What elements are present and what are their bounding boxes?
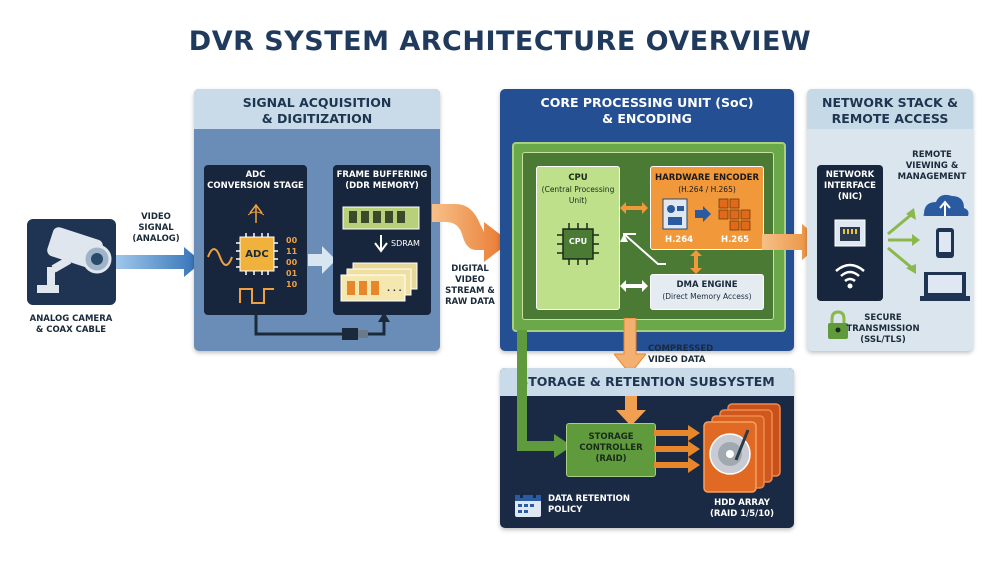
adc-bits: 00 11 00 01 10 xyxy=(286,236,298,289)
adc-title: ADC xyxy=(245,170,266,180)
cctv-camera-icon xyxy=(37,227,112,293)
network-panel: NETWORK STACK & REMOTE ACCESS xyxy=(807,89,973,351)
cpu-chip-label: CPU xyxy=(568,237,588,246)
storage-header: STORAGE & RETENTION SUBSYSTEM xyxy=(519,374,775,389)
nic-box: NETWORK INTERFACE (NIC) xyxy=(817,165,883,301)
secure-label: SECURE TRANSMISSION (SSL/TLS) xyxy=(846,313,920,345)
hdd-array-icon xyxy=(703,403,781,493)
encoder-icon xyxy=(662,198,751,231)
encoder-title: HARDWARE ENCODER xyxy=(655,173,759,183)
remote-devices xyxy=(887,194,970,301)
frame-buffer-title: FRAME BUFFERING xyxy=(336,170,428,180)
adc-chip-label: ADC xyxy=(245,249,269,260)
cpu-title: CPU xyxy=(568,173,588,183)
raw-data-arrow xyxy=(432,204,510,262)
retention-label: DATA RETENTION POLICY xyxy=(548,494,631,515)
adc-stage: ADC CONVERSION STAGE ADC 00 11 00 01 10 xyxy=(204,165,307,315)
encoder-h265: H.265 xyxy=(720,235,750,245)
video-signal-arrow xyxy=(116,247,202,277)
compressed-label: COMPRESSED VIDEO DATA xyxy=(648,344,714,365)
cpu-block: CPU (Central Processing Unit) CPU xyxy=(536,166,620,310)
wifi-icon xyxy=(835,263,865,289)
camera-box xyxy=(27,219,116,305)
acquisition-header: SIGNAL ACQUISITION & DIGITIZATION xyxy=(242,95,392,126)
svg-text:. . .: . . . xyxy=(387,284,402,293)
camera-label: ANALOG CAMERA & COAX CABLE xyxy=(29,314,113,335)
storage-controller: STORAGE CONTROLLER (RAID) xyxy=(566,423,656,477)
controller-to-hdd-arrows xyxy=(654,425,700,473)
coax-loop-line xyxy=(254,312,390,340)
core-internal-arrows xyxy=(620,202,702,292)
frame-buffer: FRAME BUFFERING (DDR MEMORY) . . . SDRAM xyxy=(333,165,431,315)
page-title: DVR SYSTEM ARCHITECTURE OVERVIEW xyxy=(188,26,812,57)
ethernet-port-icon xyxy=(834,219,866,247)
dma-engine: DMA ENGINE (Direct Memory Access) xyxy=(650,274,764,310)
adc-to-buffer-arrow xyxy=(308,246,336,274)
dma-title: DMA ENGINE xyxy=(676,280,738,290)
cpu-chip-icon xyxy=(557,223,599,265)
nic-title: NETWORK xyxy=(825,170,875,180)
storage-input-arrow xyxy=(616,396,646,426)
hdd-label: HDD ARRAY (RAID 1/5/10) xyxy=(710,498,774,519)
remote-label: REMOTE VIEWING & MANAGEMENT xyxy=(897,150,967,182)
board-to-storage-pipe xyxy=(517,330,572,458)
adc-diagram xyxy=(207,203,278,304)
sdram-label: SDRAM xyxy=(391,239,420,248)
core-header: CORE PROCESSING UNIT (SoC) & ENCODING xyxy=(540,95,754,126)
video-signal-label: VIDEO SIGNAL (ANALOG) xyxy=(132,212,180,244)
lock-icon xyxy=(828,310,848,339)
compressed-data-arrow xyxy=(614,318,646,374)
digital-stream-label: DIGITAL VIDEO STREAM & RAW DATA xyxy=(445,264,495,307)
hardware-encoder: HARDWARE ENCODER (H.264 / H.265) H.264 H… xyxy=(650,166,764,250)
ddr-memory-icon: . . . xyxy=(340,206,420,302)
encoder-h264: H.264 xyxy=(664,235,694,245)
network-header: NETWORK STACK & REMOTE ACCESS xyxy=(822,95,958,126)
calendar-icon xyxy=(515,492,541,517)
